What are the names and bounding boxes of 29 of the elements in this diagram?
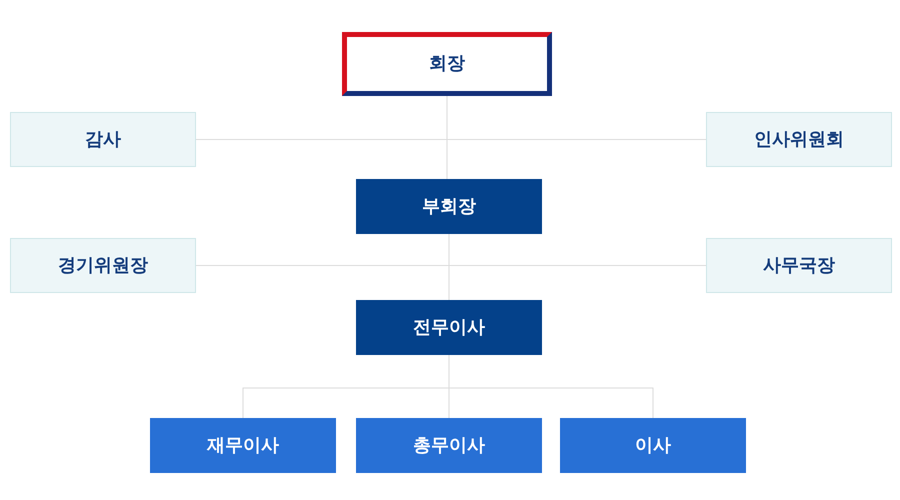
org-chart-box: [150, 418, 336, 473]
org-chart-box: [560, 418, 746, 473]
org-chart-box: [356, 179, 542, 234]
position-label: 감사: [85, 128, 121, 150]
position-label: 총무이사: [413, 434, 485, 456]
position-label: 경기위원장: [58, 254, 148, 276]
connector-line: [242, 388, 450, 418]
connector-line: [196, 265, 450, 266]
connector-line: [196, 139, 448, 140]
position-label: 회장: [429, 53, 465, 75]
connector-line: [448, 234, 450, 300]
connector-line: [448, 388, 654, 418]
org-chart-box: [706, 112, 892, 167]
position-label: 재무이사: [207, 434, 279, 456]
org-chart-box: [342, 32, 552, 96]
position-label: 이사: [635, 434, 671, 456]
connector-line: [446, 96, 448, 180]
org-chart-box: [356, 300, 542, 355]
org-chart-box: [10, 112, 196, 167]
connector-line: [448, 354, 450, 418]
position-label: 전무이사: [413, 316, 485, 338]
org-chart-box: [706, 238, 892, 293]
connector-line: [448, 265, 706, 266]
org-chart-box: [356, 418, 542, 473]
position-label: 인사위원회: [754, 128, 844, 150]
position-label: 사무국장: [763, 254, 835, 276]
connector-line: [446, 139, 706, 140]
position-label: 부회장: [422, 196, 476, 218]
org-chart-box: [10, 238, 196, 293]
